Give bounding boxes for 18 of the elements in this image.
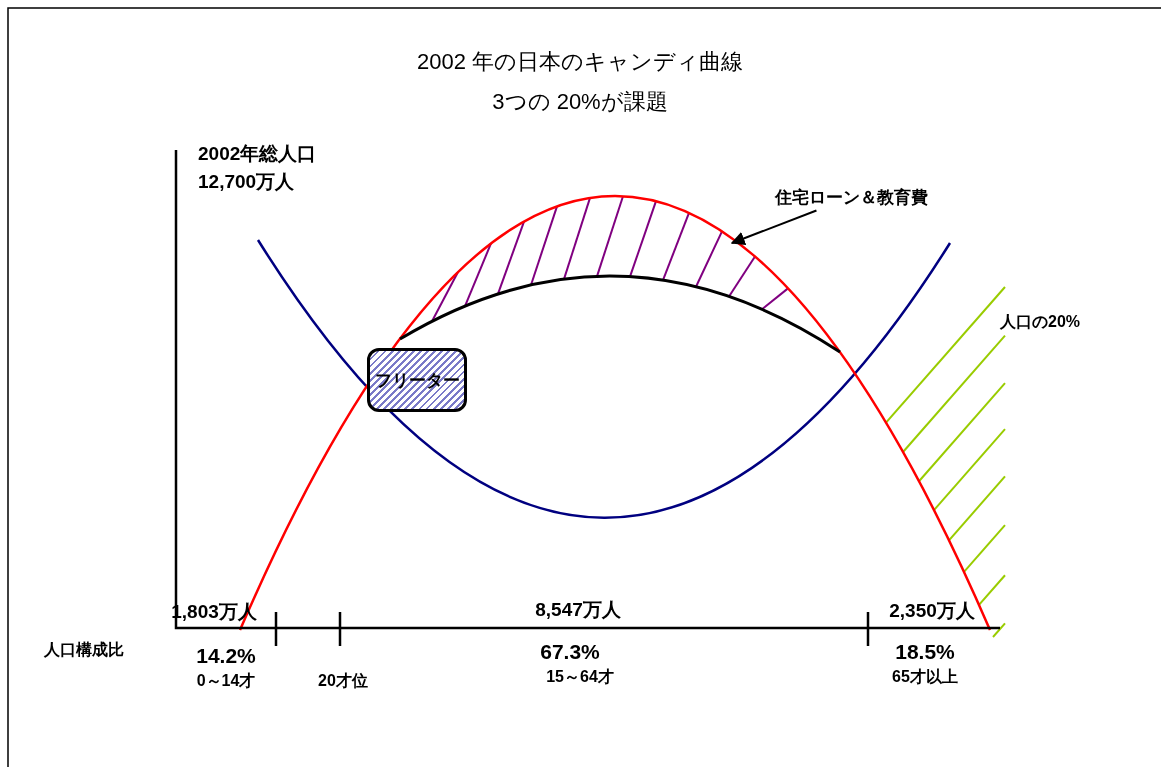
axis-label: 人口構成比 [44,639,124,660]
age-range-label: 15～64才 [546,666,614,687]
leader-arrow [730,209,818,245]
population-value: 8,547万人 [535,598,621,622]
percentage-value: 14.2% [196,644,256,668]
subtitle: 3つの 20%が課題 [492,88,668,116]
curve-label: 人口の20% [1000,311,1081,332]
percentage-value: 67.3% [540,640,600,664]
age-range-label: 65才以上 [892,666,958,687]
total-population-label: 2002年総人口 [198,142,317,166]
population-value: 2,350万人 [889,599,975,623]
age-range-label: 20才位 [318,670,368,691]
percentage-value: 18.5% [895,640,955,664]
callout-box: フリーター [367,348,467,412]
age-range-label: 0～14才 [196,670,256,691]
callout-text: 住宅ローン＆教育費 [775,185,928,209]
title: 2002 年の日本のキャンディ曲線 [416,48,744,76]
total-population-value: 12,700万人 [198,170,295,194]
